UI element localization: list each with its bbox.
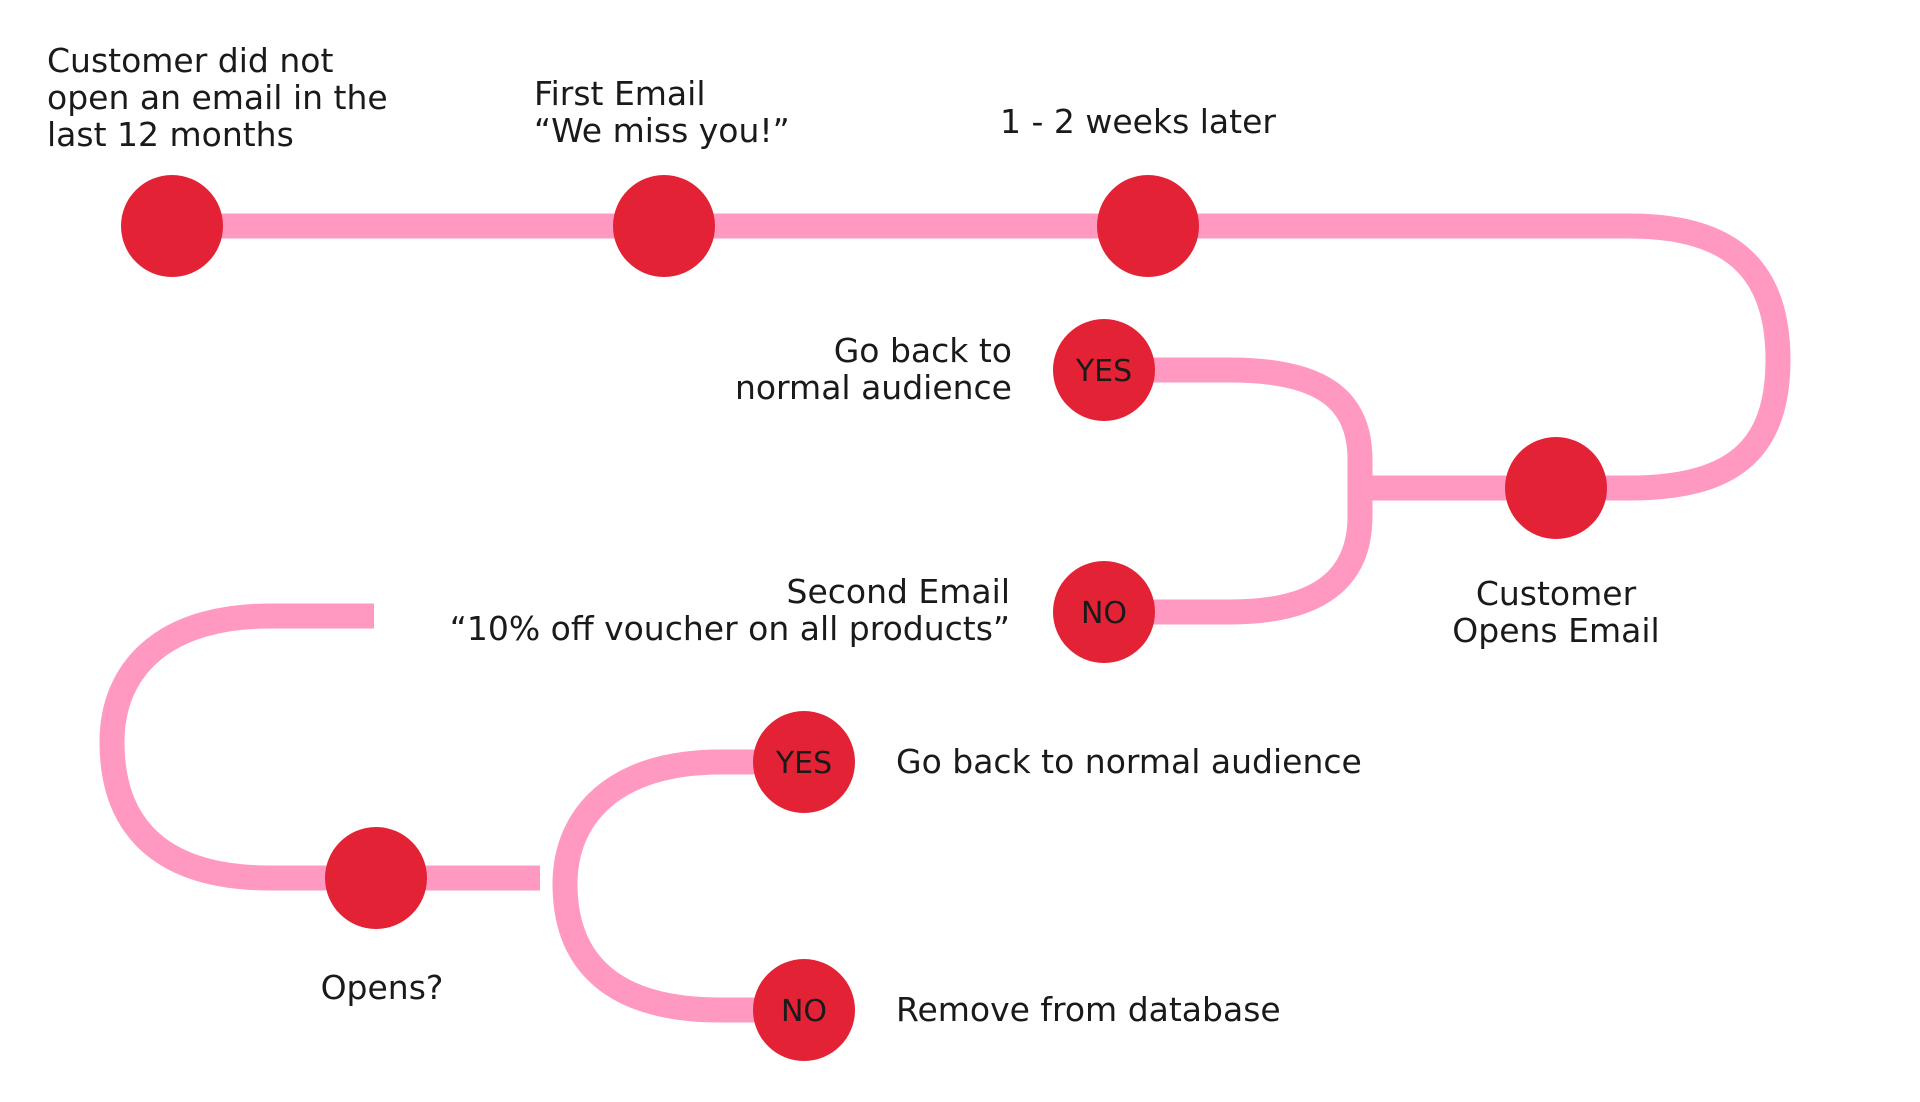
opens-question-label: Opens? bbox=[321, 968, 444, 1007]
node-yes1 bbox=[1053, 319, 1155, 421]
track-branch-yes1 bbox=[1104, 357, 1373, 488]
node-yes1-label: YES bbox=[1075, 354, 1132, 389]
start-label-line1: Customer did not bbox=[47, 41, 333, 80]
node-no2-label: NO bbox=[781, 994, 827, 1029]
node-labels: YES NO YES NO bbox=[775, 354, 1132, 1029]
no2-action-label: Remove from database bbox=[896, 990, 1281, 1029]
node-no1 bbox=[1053, 561, 1155, 663]
node-start bbox=[121, 175, 223, 277]
flow-nodes bbox=[121, 175, 1607, 1061]
start-label-line3: last 12 months bbox=[47, 115, 294, 154]
yes1-action-label-line2: normal audience bbox=[735, 368, 1012, 407]
yes1-action-label-line1: Go back to bbox=[834, 331, 1012, 370]
opens-email-label-line1: Customer bbox=[1476, 574, 1637, 613]
wait-label: 1 - 2 weeks later bbox=[1000, 102, 1276, 141]
node-opens-email bbox=[1505, 437, 1607, 539]
first-email-label-line2: “We miss you!” bbox=[534, 111, 790, 150]
flow-tracks bbox=[99, 213, 1791, 1023]
node-no1-label: NO bbox=[1081, 596, 1127, 631]
track-branch-yes2-no2 bbox=[552, 749, 804, 1023]
node-yes2-label: YES bbox=[775, 746, 832, 781]
node-first-email bbox=[613, 175, 715, 277]
node-yes2 bbox=[753, 711, 855, 813]
second-email-label-line2: “10% off voucher on all products” bbox=[450, 609, 1010, 648]
start-label-line2: open an email in the bbox=[47, 78, 388, 117]
node-no2 bbox=[753, 959, 855, 1061]
node-opens-question bbox=[325, 827, 427, 929]
track-branch-no1 bbox=[1104, 488, 1373, 625]
opens-email-label-line2: Opens Email bbox=[1452, 611, 1659, 650]
first-email-label-line1: First Email bbox=[534, 74, 706, 113]
step-labels: Customer did not open an email in the la… bbox=[47, 41, 1660, 1029]
second-email-label-line1: Second Email bbox=[787, 572, 1011, 611]
track-wait-to-opens bbox=[1148, 213, 1791, 501]
yes2-action-label: Go back to normal audience bbox=[896, 742, 1362, 781]
node-wait bbox=[1097, 175, 1199, 277]
track-second-email-loop bbox=[99, 603, 376, 891]
